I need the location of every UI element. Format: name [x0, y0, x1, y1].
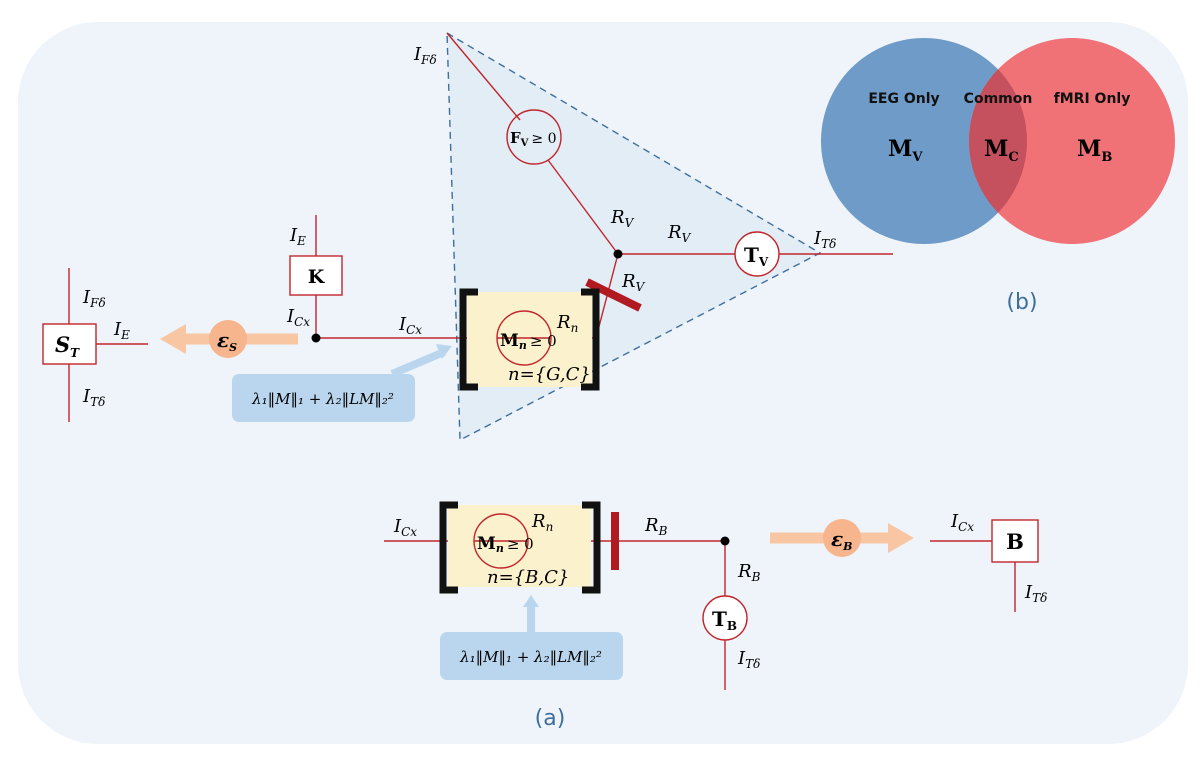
arrow-eps-s: εS: [160, 320, 298, 358]
module-top-fill: [467, 292, 592, 387]
variable-labels: IFδ RV RV RV ITδ IE ICx ICx IFδ IE ITδ I…: [82, 44, 1047, 671]
reg-box-top: [232, 374, 415, 422]
label-itd-right: ITδ: [813, 228, 836, 251]
resistor-bar-rv: [585, 278, 642, 312]
venn-title-eeg: EEG Only: [868, 91, 939, 107]
eps-b-label: εB: [831, 527, 852, 553]
venn-circle-eeg: [821, 38, 1027, 244]
label-ifd-top: IFδ: [413, 44, 437, 67]
venn-sym-mv: MV: [888, 136, 923, 165]
caption-a: (a): [535, 706, 566, 731]
arrow-eps-b: εB: [770, 519, 914, 557]
set-label-top: n={G,C}: [508, 364, 591, 385]
node-box-st: [42, 323, 97, 365]
module-top-right-bracket: [581, 288, 600, 391]
resistor-label-top: Rn: [556, 312, 578, 335]
node-box-b: [991, 519, 1039, 563]
reg-term-bottom: λ₁‖M‖₁ + λ₂‖LM‖₂²: [459, 648, 602, 666]
label-icx-bottom: ICx: [393, 516, 417, 539]
label-rb-1: RB: [644, 515, 668, 538]
label-icx-k: ICx: [286, 306, 310, 329]
venn-title-fmri: fMRI Only: [1054, 91, 1131, 107]
label-icx-line: ICx: [398, 314, 422, 337]
label-ie-s: IE: [113, 319, 130, 342]
factor-label-tb: TB: [712, 607, 737, 633]
venn-title-common: Common: [964, 91, 1033, 107]
module-top-left-bracket: [459, 288, 478, 391]
label-itd-s: ITδ: [82, 386, 105, 409]
factor-circle-tv: [734, 231, 780, 277]
node-label-k: K: [308, 266, 326, 288]
factor-label-bottom: Mn≥ 0: [477, 534, 534, 555]
node-box-k: [289, 255, 343, 296]
label-rv-1: RV: [610, 207, 635, 230]
label-rv-3: RV: [621, 271, 646, 294]
label-rv-2: RV: [667, 222, 692, 245]
eps-s-label: εS: [217, 328, 237, 354]
label-rb-2: RB: [737, 561, 761, 584]
junction-dot-rv: [613, 249, 623, 259]
junction-dot-icx: [311, 333, 321, 343]
node-label-st: ST: [55, 332, 80, 360]
factor-circle-tb: [702, 595, 748, 641]
label-itd-bottom: ITδ: [737, 648, 760, 671]
label-ie-k: IE: [289, 225, 306, 248]
resistor-label-bottom: Rn: [531, 511, 553, 534]
venn-circle-fmri: [969, 38, 1175, 244]
reg-term-top: λ₁‖M‖₁ + λ₂‖LM‖₂²: [251, 390, 394, 408]
factor-label-fv: FV≥ 0: [510, 129, 557, 149]
label-icx-b: ICx: [950, 511, 974, 534]
reg-box-bottom: [440, 632, 623, 680]
module-bottom-fill: [448, 505, 591, 587]
label-ifd-s: IFδ: [82, 287, 106, 310]
label-itd-b: ITδ: [1024, 582, 1047, 605]
venn-sym-mc: MC: [984, 136, 1019, 165]
caption-b: (b): [1006, 290, 1037, 315]
reg-arrow-top: [390, 348, 446, 378]
venn-diagram: EEG Only Common fMRI Only MV MC MB: [821, 38, 1175, 244]
junction-dot-rb: [720, 536, 730, 546]
set-label-bottom: n={B,C}: [487, 567, 569, 588]
node-label-b: B: [1006, 529, 1024, 554]
module-bottom-left-bracket: [439, 501, 458, 594]
factor-circle-fv: [506, 109, 562, 165]
factor-label-top: Mn≥ 0: [500, 331, 557, 352]
module-bottom-right-bracket: [582, 501, 601, 594]
factor-label-tv: TV: [744, 243, 769, 269]
venn-sym-mb: MB: [1077, 136, 1112, 165]
